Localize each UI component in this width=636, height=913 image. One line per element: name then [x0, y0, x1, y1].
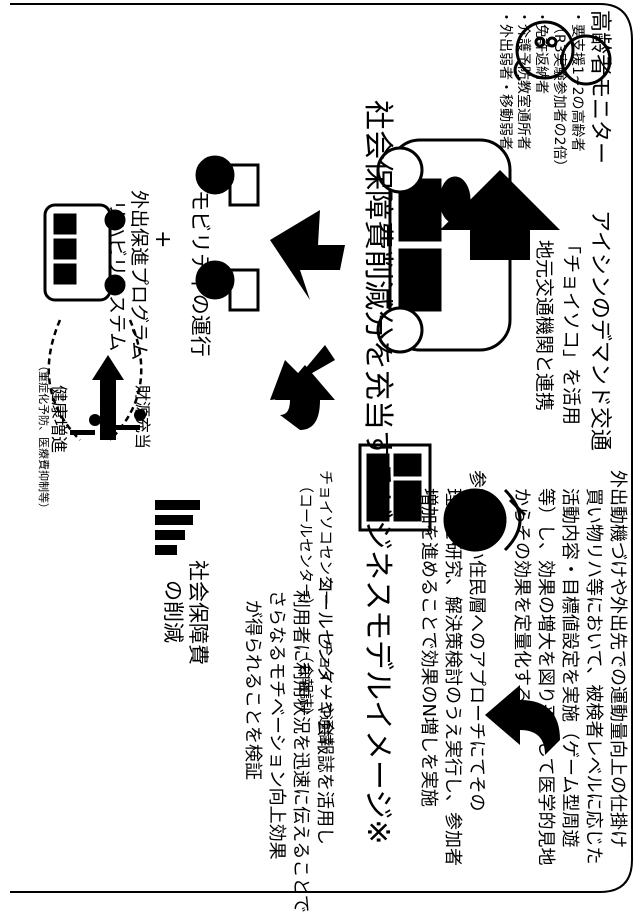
business-model-headline: 社会保障費削減分を充当するビジネスモデルイメージ※: [360, 100, 395, 845]
destination-icon: [195, 155, 260, 312]
text1-line: からその効果を定量化する: [511, 488, 532, 704]
text3-line: が得られることを検証: [242, 600, 263, 780]
text1-line: 等）し、効果の増大を図り平行して医学的見地: [535, 488, 556, 866]
bus-icon: [43, 203, 126, 302]
program-label: 外出保進プログラム: [128, 190, 150, 361]
text3-line: さらなるモチベーション向上効果: [266, 590, 287, 860]
cost-reduction-icon: [155, 500, 200, 555]
elderly-item: ・要支援1~2の高齢者: [569, 10, 585, 152]
text2-line: 増加を進めることで効果のN増しを実施: [418, 488, 439, 807]
text1-line: 外出動機づけや外出先での運動量向上の仕掛け: [607, 470, 628, 848]
aisin-demand-title: アイシンのデマンド交通: [587, 210, 612, 451]
arrow-to-car-icon: [440, 170, 560, 260]
demand-van-icon: [376, 138, 512, 354]
newsletter-icon: [358, 443, 432, 532]
flow-arrow-icon: [275, 365, 560, 755]
elderly-person-icon: [513, 20, 612, 86]
health-promotion-note: （重症化予防、医療費抑制等）: [37, 360, 50, 514]
text2-line: 理由を研究、解決策検討のうえ実行し、参加者: [442, 488, 463, 866]
text2-line: 参加率低い住民層へのアプローチにてその: [466, 470, 487, 812]
aisin-line: 「チョイソコ」を活用: [560, 235, 582, 426]
elderly-item: ・外出弱者・移動弱者: [497, 10, 513, 150]
plus-sign: +: [150, 230, 175, 249]
elderly-monitor-title: 高齢者モニター: [587, 10, 612, 165]
elderly-item: ・免許返納者: [533, 10, 549, 94]
elderly-item: ・介護予防教室通所者: [515, 10, 531, 150]
mobility-label: モビリティの運行: [188, 190, 212, 357]
funding-label: 財源充当: [133, 385, 152, 450]
text1-line: 活動内容・目標値設定を実施（ゲーム型周遊: [559, 488, 580, 848]
call-center-icon: [443, 488, 527, 552]
walking-people-icon: [70, 409, 146, 435]
elderly-item: （R3実験参加者の2倍）: [551, 20, 567, 174]
social-security-label: 社会保障費: [186, 560, 210, 665]
health-promotion-label: 健康増進: [48, 385, 68, 453]
social-security-label: の削減: [161, 580, 185, 643]
text1-line: 買い物リハ等において、被検者レベルに応じた: [583, 488, 604, 865]
frame-border: [10, 3, 633, 893]
aisin-line: 地元交通機関と連携: [533, 240, 555, 412]
text3-line: 利用者に利用状況を迅速に伝えることで: [290, 590, 311, 913]
text3-line: コールセンターや会報誌を活用し: [314, 575, 335, 845]
program-label: リハビリシステム: [106, 200, 128, 352]
